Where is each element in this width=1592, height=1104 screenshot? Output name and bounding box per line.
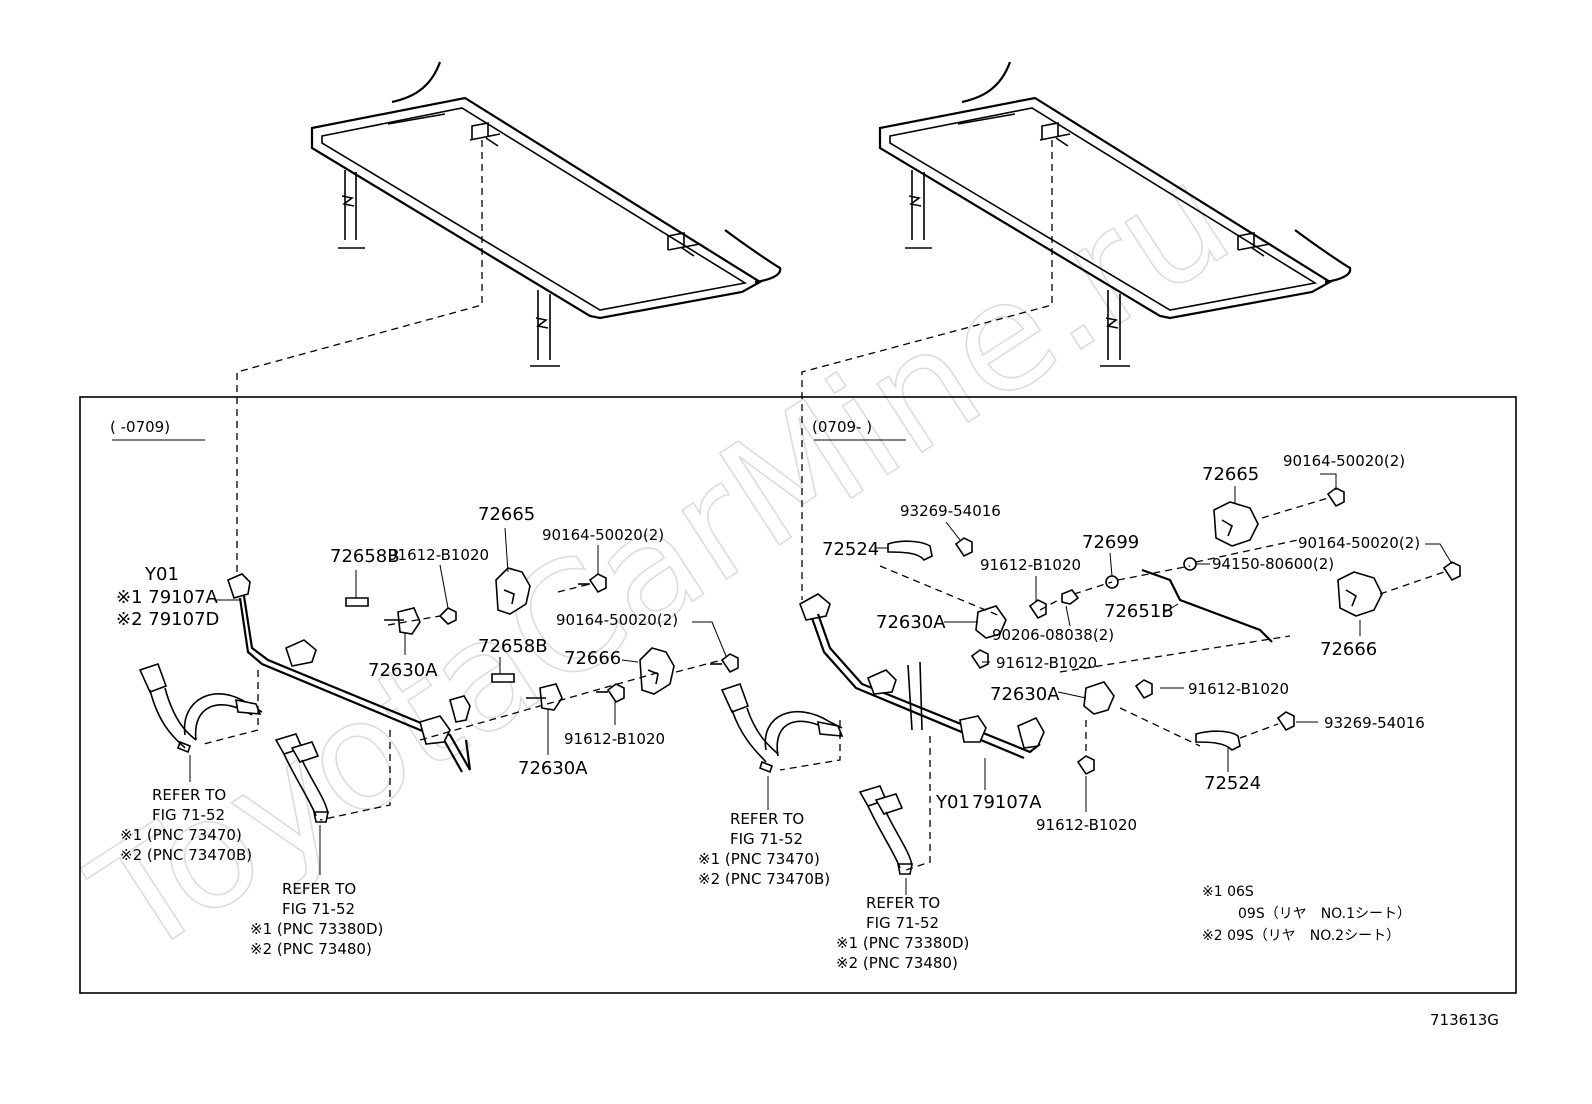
refer-fig: FIG 71-52 (730, 830, 803, 848)
label-72630a-b: 72630A (518, 758, 588, 779)
refer-pnc-2: ※2 (PNC 73480) (836, 954, 958, 972)
label-72651b: 72651B (1104, 601, 1174, 622)
label-91612-r2: 91612-B1020 (996, 654, 1097, 672)
seat-frame-right (878, 61, 1352, 367)
diagram-frame (79, 396, 1517, 994)
label-72630a-r1: 72630A (876, 612, 946, 633)
refer-pnc-2: ※2 (PNC 73470B) (698, 870, 830, 888)
refer-text: REFER TO (282, 880, 356, 898)
leader-lines (189, 473, 1453, 895)
period-label-left: ( -0709) (110, 418, 170, 436)
figure-code: 713613G (1430, 1011, 1499, 1029)
label-y01-left: Y01 (144, 564, 179, 585)
left-panel-parts (138, 567, 739, 823)
label-72524-b: 72524 (1204, 773, 1261, 794)
label-90164-r1: 90164-50020(2) (1283, 452, 1405, 470)
label-93269-a: 93269-54016 (900, 502, 1001, 520)
footnote-1b: 09S（リヤ NO.1シート） (1238, 906, 1411, 922)
refer-fig: FIG 71-52 (152, 806, 225, 824)
label-72665-left: 72665 (478, 504, 535, 525)
refer-fig: FIG 71-52 (866, 914, 939, 932)
label-72665-right: 72665 (1202, 464, 1259, 485)
refer-pnc-2: ※2 (PNC 73480) (250, 940, 372, 958)
refer-text: REFER TO (152, 786, 226, 804)
label-91612-b: 91612-B1020 (564, 730, 665, 748)
label-94150: 94150-80600(2) (1212, 555, 1334, 573)
refer-pnc-1: ※1 (PNC 73380D) (250, 920, 383, 938)
label-91612-r1: 91612-B1020 (980, 556, 1081, 574)
left-panel-labels: Y01 ※1 79107A ※2 79107D 72658B 91612-B10… (116, 504, 678, 958)
footnote-1: ※1 06S (1202, 884, 1254, 900)
label-72524-a: 72524 (822, 539, 879, 560)
refer-text: REFER TO (866, 894, 940, 912)
refer-pnc-1: ※1 (PNC 73470) (120, 826, 242, 844)
refer-pnc-1: ※1 (PNC 73380D) (836, 934, 969, 952)
label-y01-right: Y01 (935, 792, 970, 813)
label-79107d-left: ※2 79107D (116, 609, 219, 630)
period-label-right: (0709- ) (812, 418, 872, 436)
label-91612-r3: 91612-B1020 (1188, 680, 1289, 698)
refer-block-right-a: REFER TO FIG 71-52 ※1 (PNC 73470) ※2 (PN… (698, 810, 830, 888)
refer-pnc-2: ※2 (PNC 73470B) (120, 846, 252, 864)
label-90164-r2: 90164-50020(2) (1298, 534, 1420, 552)
label-72630a-r2: 72630A (990, 684, 1060, 705)
label-72699: 72699 (1082, 532, 1139, 553)
label-90206: 90206-08038(2) (992, 626, 1114, 644)
label-72666-right: 72666 (1320, 639, 1377, 660)
label-79107a-right: 79107A (972, 792, 1042, 813)
label-91612-r4: 91612-B1020 (1036, 816, 1137, 834)
label-90164-b: 90164-50020(2) (556, 611, 678, 629)
refer-text: REFER TO (730, 810, 804, 828)
right-panel-labels: 93269-54016 72524 91612-B1020 72699 7266… (698, 452, 1425, 972)
refer-pnc-1: ※1 (PNC 73470) (698, 850, 820, 868)
label-72658b-a: 72658B (330, 546, 400, 567)
label-90164-a: 90164-50020(2) (542, 526, 664, 544)
label-72658b-b: 72658B (478, 636, 548, 657)
label-72666-left: 72666 (564, 648, 621, 669)
label-91612-a: 91612-B1020 (388, 546, 489, 564)
footnotes: ※1 06S 09S（リヤ NO.1シート） ※2 09S（リヤ NO.2シート… (1202, 884, 1411, 944)
label-93269-b: 93269-54016 (1324, 714, 1425, 732)
label-79107a-left: ※1 79107A (116, 587, 219, 608)
refer-block-left-a: REFER TO FIG 71-52 ※1 (PNC 73470) ※2 (PN… (120, 786, 252, 864)
right-panel-parts (720, 487, 1461, 875)
footnote-2: ※2 09S（リヤ NO.2シート） (1202, 928, 1400, 944)
seat-frame-left (310, 61, 782, 367)
label-72630a-a: 72630A (368, 660, 438, 681)
refer-fig: FIG 71-52 (282, 900, 355, 918)
refer-block-left-b: REFER TO FIG 71-52 ※1 (PNC 73380D) ※2 (P… (250, 880, 383, 958)
refer-block-right-b: REFER TO FIG 71-52 ※1 (PNC 73380D) ※2 (P… (836, 894, 969, 972)
